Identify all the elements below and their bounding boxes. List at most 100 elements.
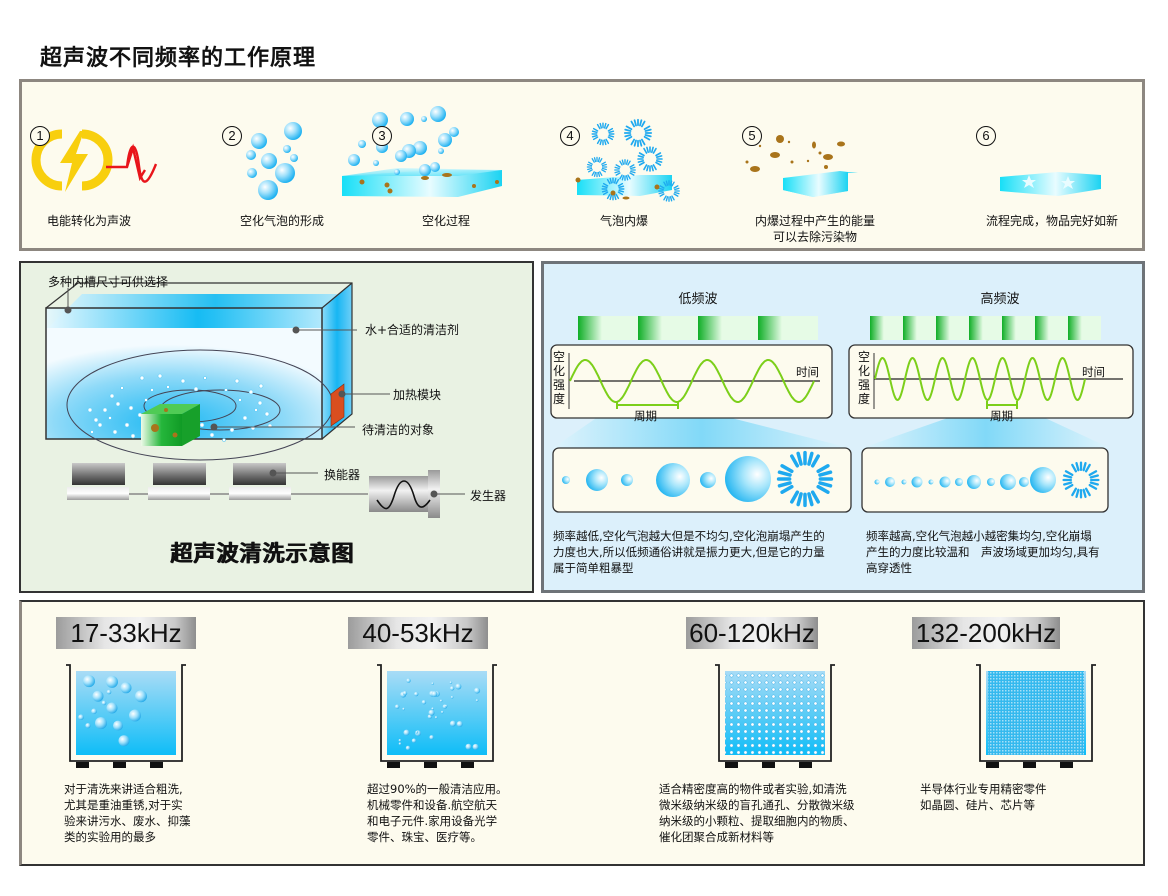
tank-1	[66, 664, 186, 768]
high-wave-graph-box	[848, 344, 1134, 419]
transducer-foot	[1023, 762, 1036, 768]
bubble	[475, 699, 479, 702]
bubble	[135, 690, 147, 703]
callout-generator: 发生器	[470, 489, 507, 503]
tank-water	[387, 671, 487, 755]
freq-badge-3: 60-120kHz	[686, 617, 818, 649]
bubble	[106, 689, 112, 695]
bubble	[472, 743, 479, 750]
bubble	[402, 707, 405, 711]
bubble	[398, 742, 402, 745]
compression-bar	[578, 316, 602, 340]
bubble	[431, 682, 434, 685]
generator	[369, 470, 440, 518]
high-frequency-title: 高频波	[980, 292, 1020, 307]
callout-tank-size: 多种内槽尺寸可供选择	[48, 275, 169, 289]
compression-bar	[936, 316, 950, 340]
step-number-1: 1	[30, 126, 50, 146]
bubble-implosion-icon	[575, 118, 680, 202]
bubble	[83, 675, 95, 688]
step-label-5-line-2: 可以去除污染物	[772, 230, 857, 244]
bubble	[421, 700, 427, 705]
desc-line: 机械零件和设备.航空航天	[367, 798, 498, 812]
axis-char: 空	[858, 350, 871, 364]
bubble	[450, 695, 454, 699]
bubble	[449, 686, 455, 691]
ultra-fine-bubbles	[988, 671, 1084, 755]
tank-3	[715, 664, 835, 768]
step-label-3: 空化过程	[421, 214, 470, 228]
bubble	[411, 738, 417, 743]
transducer-foot	[799, 762, 812, 768]
desc-line: 纳米级的小颗粒、提取细胞内的物质、	[659, 814, 855, 828]
desc-line: 产生的力度比较温和 声波场域更加均匀,具有	[866, 545, 1100, 559]
low-axis-label: 空 化 强 度	[553, 350, 565, 406]
bubble	[403, 729, 410, 736]
bubble	[449, 681, 453, 684]
wave-diagrams	[550, 316, 1134, 513]
high-bubble-box	[861, 447, 1109, 513]
compression-bar	[1068, 316, 1082, 340]
low-frequency-bars	[578, 316, 818, 340]
bubble	[431, 690, 438, 697]
desc-line: 对于清洗来讲适合粗洗,	[64, 782, 183, 796]
step-label-2: 空化气泡的形成	[239, 214, 324, 228]
desc-line: 半导体行业专用精密零件	[920, 782, 1047, 796]
freq-badge-2: 40-53kHz	[348, 617, 488, 649]
desc-line: 催化团聚合成新材料等	[659, 830, 774, 844]
low-time-label: 时间	[796, 365, 819, 379]
step-label-6: 流程完成，物品完好如新	[985, 214, 1118, 228]
high-bubbles	[874, 461, 1100, 499]
bubble	[113, 720, 123, 731]
low-period-label: 周期	[634, 409, 657, 423]
axis-char: 度	[553, 392, 566, 406]
compression-bar	[903, 316, 917, 340]
axis-char: 空	[553, 350, 566, 364]
high-wave-beam	[862, 405, 1110, 448]
low-frequency-title: 低频波	[678, 292, 718, 307]
transducers	[67, 463, 368, 500]
bubble	[118, 735, 130, 747]
desc-line: 高穿透性	[866, 561, 912, 575]
tank-4	[976, 664, 1096, 768]
desc-line: 属于简单粗暴型	[553, 561, 634, 575]
bubble	[414, 691, 419, 697]
high-frequency-bars	[870, 316, 1101, 340]
step-number-6: 6	[976, 126, 996, 146]
schematic-art	[45, 282, 465, 518]
bubble	[449, 720, 456, 727]
compression-bar	[638, 316, 662, 340]
bubble	[456, 721, 463, 728]
compression-bar	[758, 316, 782, 340]
bubble	[394, 704, 400, 709]
bubble	[465, 743, 472, 750]
clean-surface-stars-icon	[1000, 172, 1101, 196]
desc-line: 和电子元件.家用设备光学	[367, 814, 498, 828]
compression-bar	[1035, 316, 1049, 340]
high-axis-label: 空 化 强 度	[858, 350, 870, 406]
compression-bar	[698, 316, 722, 340]
compression-bar	[870, 316, 884, 340]
bubble	[106, 675, 118, 688]
desc-line: 力度也大,所以低频通俗讲就是振力更大,但是它的力量	[553, 545, 825, 559]
bubble	[429, 735, 434, 740]
step-number-2: 2	[222, 126, 242, 146]
freq-desc-4: 半导体行业专用精密零件 如晶圆、硅片、芯片等	[920, 781, 1047, 813]
desc-line: 适合精密度高的物件或者实验,如清洗	[659, 782, 847, 796]
tank-2	[377, 664, 497, 768]
step-number-3: 3	[372, 126, 392, 146]
freq-desc-2: 超过90%的一般清洁应用。 机械零件和设备.航空航天 和电子元件.家用设备光学 …	[367, 781, 508, 845]
freq-desc-1: 对于清洗来讲适合粗洗, 尤其是重油重锈,对于实 验来讲污水、废水、抑藻 类的实验…	[64, 781, 191, 845]
transducer-foot	[461, 762, 474, 768]
desc-line: 验来讲污水、废水、抑藻	[64, 814, 191, 828]
process-steps-panel	[19, 79, 1145, 251]
callout-transducer: 换能器	[324, 468, 361, 482]
high-frequency-description: 频率越高,空化气泡越小越密集均匀,空化崩塌 产生的力度比较温和 声波场域更加均匀…	[866, 528, 1100, 576]
desc-line: 如晶圆、硅片、芯片等	[920, 798, 1035, 812]
bubble	[415, 730, 419, 734]
transducer-foot	[113, 762, 126, 768]
bubble	[428, 709, 435, 716]
transducer-foot	[76, 762, 89, 768]
bubble	[444, 704, 448, 708]
